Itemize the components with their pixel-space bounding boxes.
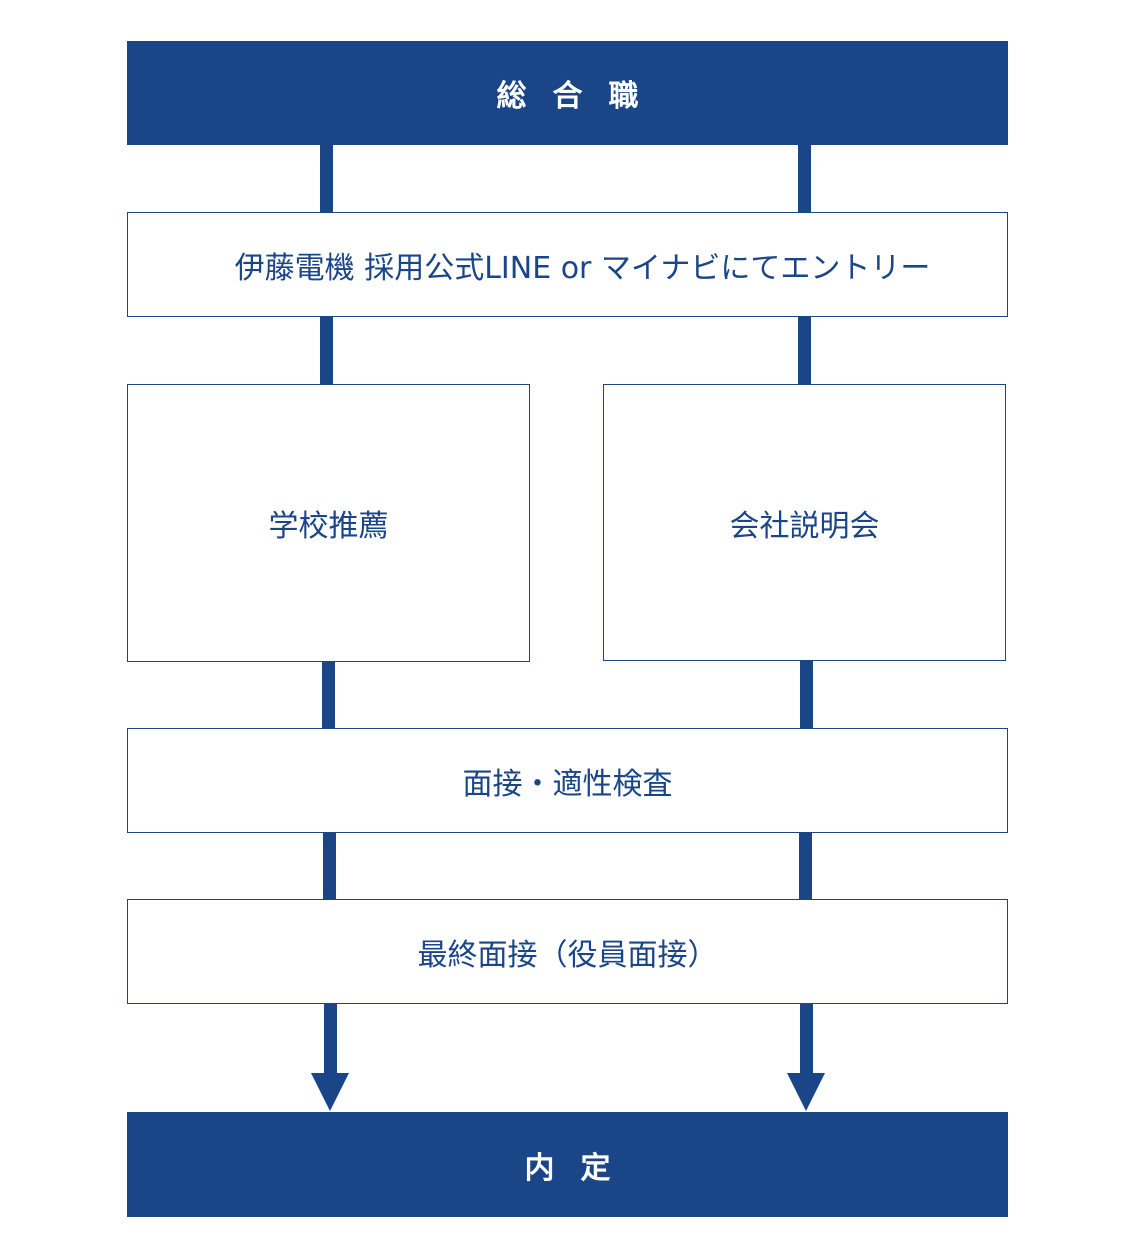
connector-right-1 [798,144,811,214]
connector-left-1 [320,144,333,214]
final-interview-box: 最終面接（役員面接） [127,899,1008,1004]
connector-left-4 [323,831,336,901]
interview-box: 面接・適性検査 [127,728,1008,833]
arrow-down-icon [787,1073,825,1111]
connector-right-5 [800,1002,813,1076]
route-right-label: 会社説明会 [729,508,880,544]
connector-right-4 [799,831,812,901]
entry-label: 伊藤電機 採用公式LINE or マイナビにてエントリー [234,250,931,286]
arrow-down-icon [311,1073,349,1111]
end-box: 内定 [127,1112,1008,1217]
end-label: 内定 [524,1150,637,1186]
connector-left-5 [324,1002,337,1076]
start-label: 総合職 [496,79,665,114]
connector-left-2 [320,316,333,386]
connector-left-3 [322,660,335,730]
route-left-box: 学校推薦 [127,384,530,662]
connector-right-2 [798,316,811,386]
route-left-label: 学校推薦 [268,509,389,544]
connector-right-3 [800,660,813,730]
interview-label: 面接・適性検査 [462,766,673,802]
route-right-box: 会社説明会 [603,384,1006,661]
entry-box: 伊藤電機 採用公式LINE or マイナビにてエントリー [127,212,1008,317]
final-interview-label: 最終面接（役員面接） [417,937,718,973]
start-box: 総合職 [127,41,1008,145]
